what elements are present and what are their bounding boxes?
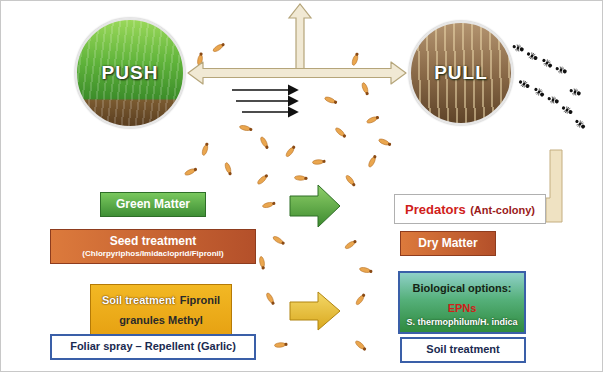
ant-icon — [569, 87, 582, 98]
biological-text: EPNs — [448, 302, 477, 314]
dry-matter-text: Dry Matter — [407, 236, 489, 251]
push-circle: PUSH — [75, 18, 185, 128]
termite-icon — [359, 267, 373, 274]
ant-icon — [547, 95, 560, 106]
termite-icon — [259, 136, 269, 150]
termite-icon — [312, 159, 325, 165]
termite-icon — [285, 145, 297, 158]
termite-icon — [294, 175, 307, 180]
up-arrow — [289, 4, 311, 69]
termite-icon — [265, 292, 275, 306]
movement-arrow — [242, 111, 296, 112]
termite-icon — [274, 342, 287, 348]
yellow-block-arrow — [290, 292, 340, 330]
seed-treatment-box: Seed treatment (Chlorpyriphos/Imidaclopr… — [50, 229, 256, 264]
termite-icon — [184, 167, 198, 177]
ant-trail-bracket — [546, 150, 562, 222]
foliar-box: Foliar spray – Repellent (Garlic) — [50, 334, 256, 360]
termite-icon — [259, 256, 266, 270]
termite-icon — [366, 115, 380, 124]
termite-icon — [361, 82, 370, 96]
termite-icon — [334, 127, 347, 139]
termite-icon — [262, 201, 276, 209]
ant-icon — [560, 104, 574, 116]
push-text: PUSH — [102, 62, 159, 84]
biological-text: S. thermophilum/H. indica — [406, 317, 518, 328]
soil-treatment-box: Soil treatment — [400, 337, 526, 363]
termite-icon — [355, 293, 366, 306]
foliar-text: Foliar spray – Repellent (Garlic) — [58, 340, 248, 354]
ant-icon — [525, 50, 539, 62]
green-matter-text: Green Matter — [107, 197, 199, 212]
termite-icon — [344, 239, 357, 250]
seed-treatment-text: (Chlorpyriphos/Imidacloprid/Fipronil) — [57, 249, 249, 259]
green-block-arrow — [290, 185, 340, 227]
termite-icon — [378, 138, 392, 147]
biological-box: Biological options: EPNs S. thermophilum… — [398, 271, 526, 334]
movement-arrow — [236, 100, 296, 101]
termite-icon — [345, 174, 357, 187]
termite-icon — [324, 96, 338, 105]
termite-icon — [212, 42, 225, 53]
termite-icon — [224, 162, 233, 176]
predators-text: Predators — [405, 202, 466, 217]
predators-box: Predators (Ant-colony) — [394, 194, 546, 224]
termite-icon — [201, 142, 209, 156]
termite-icon — [256, 173, 269, 185]
ant-icon — [512, 43, 525, 54]
termite-icon — [351, 52, 359, 66]
double-arrow — [188, 62, 406, 84]
termite-icon — [354, 340, 367, 352]
pull-text: PULL — [434, 62, 488, 84]
termite-icon — [272, 235, 285, 246]
movement-arrow — [232, 89, 296, 90]
termite-icon — [367, 154, 377, 168]
ant-icon — [573, 118, 586, 131]
predators-text: (Ant-colony) — [470, 204, 535, 216]
seed-treatment-text: Seed treatment — [57, 234, 249, 249]
termite-icon — [239, 125, 253, 132]
ant-icon — [532, 86, 545, 99]
dry-matter-box: Dry Matter — [400, 231, 496, 256]
biological-text: Biological options: — [413, 282, 512, 294]
green-matter-box: Green Matter — [100, 192, 206, 217]
pull-circle: PULL — [409, 21, 513, 125]
soil-treatment-text: Soil treatment — [408, 343, 518, 357]
ant-icon — [555, 65, 568, 76]
ant-icon — [517, 78, 531, 90]
ant-icon — [540, 57, 553, 70]
soil-granule-text: Soil treatment — [102, 294, 175, 306]
